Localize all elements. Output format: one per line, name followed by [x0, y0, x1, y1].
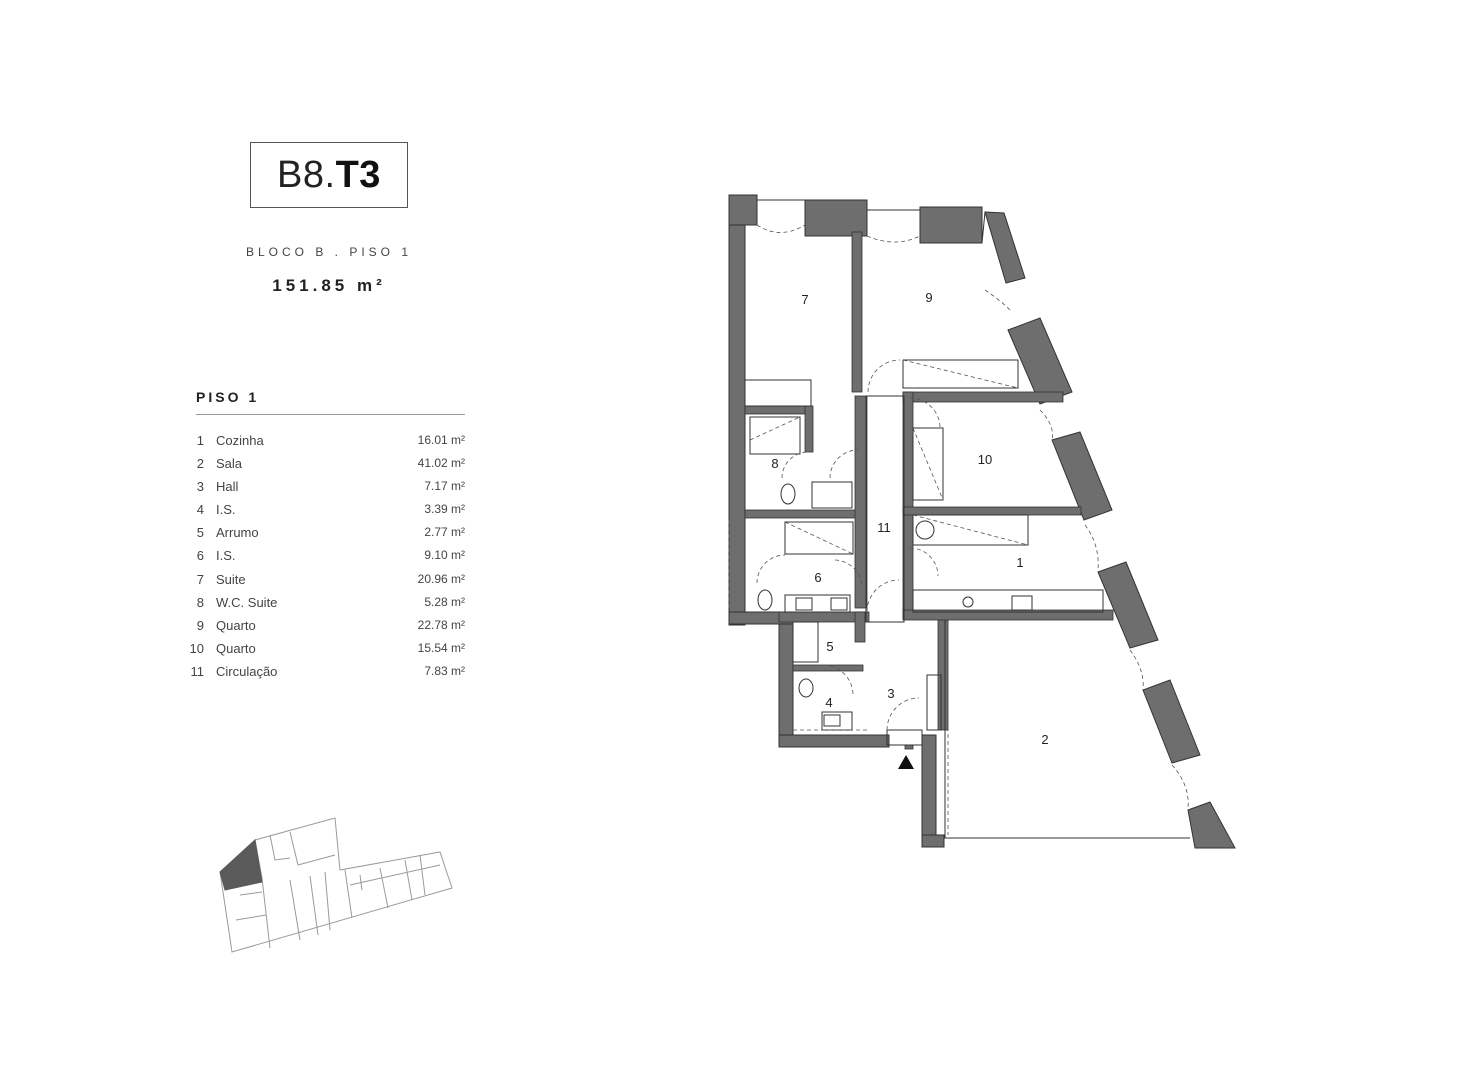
room-number: 6 [196, 548, 204, 564]
room-name: Arrumo [216, 525, 259, 541]
entrance-arrow-icon [898, 755, 914, 769]
room-area: 7.83 m² [424, 663, 465, 678]
room-name: Cozinha [216, 433, 264, 448]
plan-label-11: 11 [877, 520, 891, 535]
plan-label-4: 4 [825, 695, 832, 710]
room-area: 7.17 m² [424, 479, 465, 494]
unit-title: B8.T3 [250, 142, 408, 208]
room-area: 2.77 m² [424, 525, 465, 540]
room-row: 11 Circulação 7.83 m² [186, 663, 466, 687]
room-area: 9.10 m² [424, 548, 465, 563]
room-schedule: 1 Cozinha 16.01 m² 2 Sala 41.02 m² 3 Hall 7.17… [186, 433, 465, 687]
room-name: Quarto [216, 617, 256, 633]
plan-label-2: 2 [1041, 732, 1048, 747]
divider [196, 414, 465, 415]
room-name: Sala [216, 456, 243, 472]
total-area: 151.85 m² [272, 276, 386, 295]
room-row: 5 Arrumo 2.77 m² [186, 525, 465, 548]
room-row: 1 Cozinha 16.01 m² [186, 433, 465, 456]
plan-label-9: 9 [925, 290, 932, 305]
room-area: 15.54 m² [417, 640, 465, 655]
room-number: 11 [190, 663, 205, 679]
room-row: 4 I.S. 3.39 m² [186, 502, 465, 525]
plan-label-6: 6 [814, 570, 821, 585]
room-number: 7 [196, 571, 204, 587]
room-name: Quarto [216, 640, 256, 656]
room-number: 10 [189, 640, 204, 656]
room-number: 8 [196, 594, 204, 610]
plan-label-5: 5 [826, 639, 833, 654]
room-row: 6 I.S. 9.10 m² [186, 548, 465, 571]
unit-type: T3 [335, 153, 381, 196]
room-name: I.S. [216, 548, 236, 564]
room-row: 9 Quarto 22.78 m² [186, 618, 465, 641]
room-name: Hall [216, 479, 239, 495]
plan-label-1: 1 [1016, 555, 1023, 570]
room-area: 5.28 m² [424, 594, 465, 609]
room-area: 3.39 m² [424, 502, 465, 517]
floor-heading: PISO 1 [196, 389, 260, 405]
room-number: 9 [196, 617, 204, 633]
plan-label-8: 8 [771, 456, 778, 471]
room-name: Suite [216, 571, 246, 587]
plan-label-3: 3 [887, 686, 894, 701]
unit-code: B8. [277, 153, 336, 196]
room-name: Circulação [216, 663, 278, 679]
room-row: 3 Hall 7.17 m² [186, 479, 465, 502]
room-row: 8 W.C. Suite 5.28 m² [186, 595, 465, 618]
location-subtitle: BLOCO B . PISO 1 [245, 245, 413, 259]
room-number: 5 [196, 525, 204, 541]
room-number: 3 [196, 479, 204, 495]
room-area: 16.01 m² [417, 433, 465, 447]
room-area: 41.02 m² [417, 456, 465, 471]
room-row: 10 Quarto 15.54 m² [186, 641, 465, 664]
room-number: 2 [196, 456, 204, 472]
room-number: 1 [196, 433, 204, 448]
plan-label-10: 10 [978, 452, 992, 467]
room-row: 7 Suite 20.96 m² [186, 572, 465, 595]
room-row: 2 Sala 41.02 m² [186, 456, 465, 479]
room-name: W.C. Suite [216, 594, 278, 610]
room-area: 22.78 m² [417, 617, 465, 632]
plan-label-7: 7 [801, 292, 808, 307]
room-area: 20.96 m² [417, 571, 465, 586]
room-number: 4 [196, 502, 204, 518]
room-name: I.S. [216, 502, 236, 518]
